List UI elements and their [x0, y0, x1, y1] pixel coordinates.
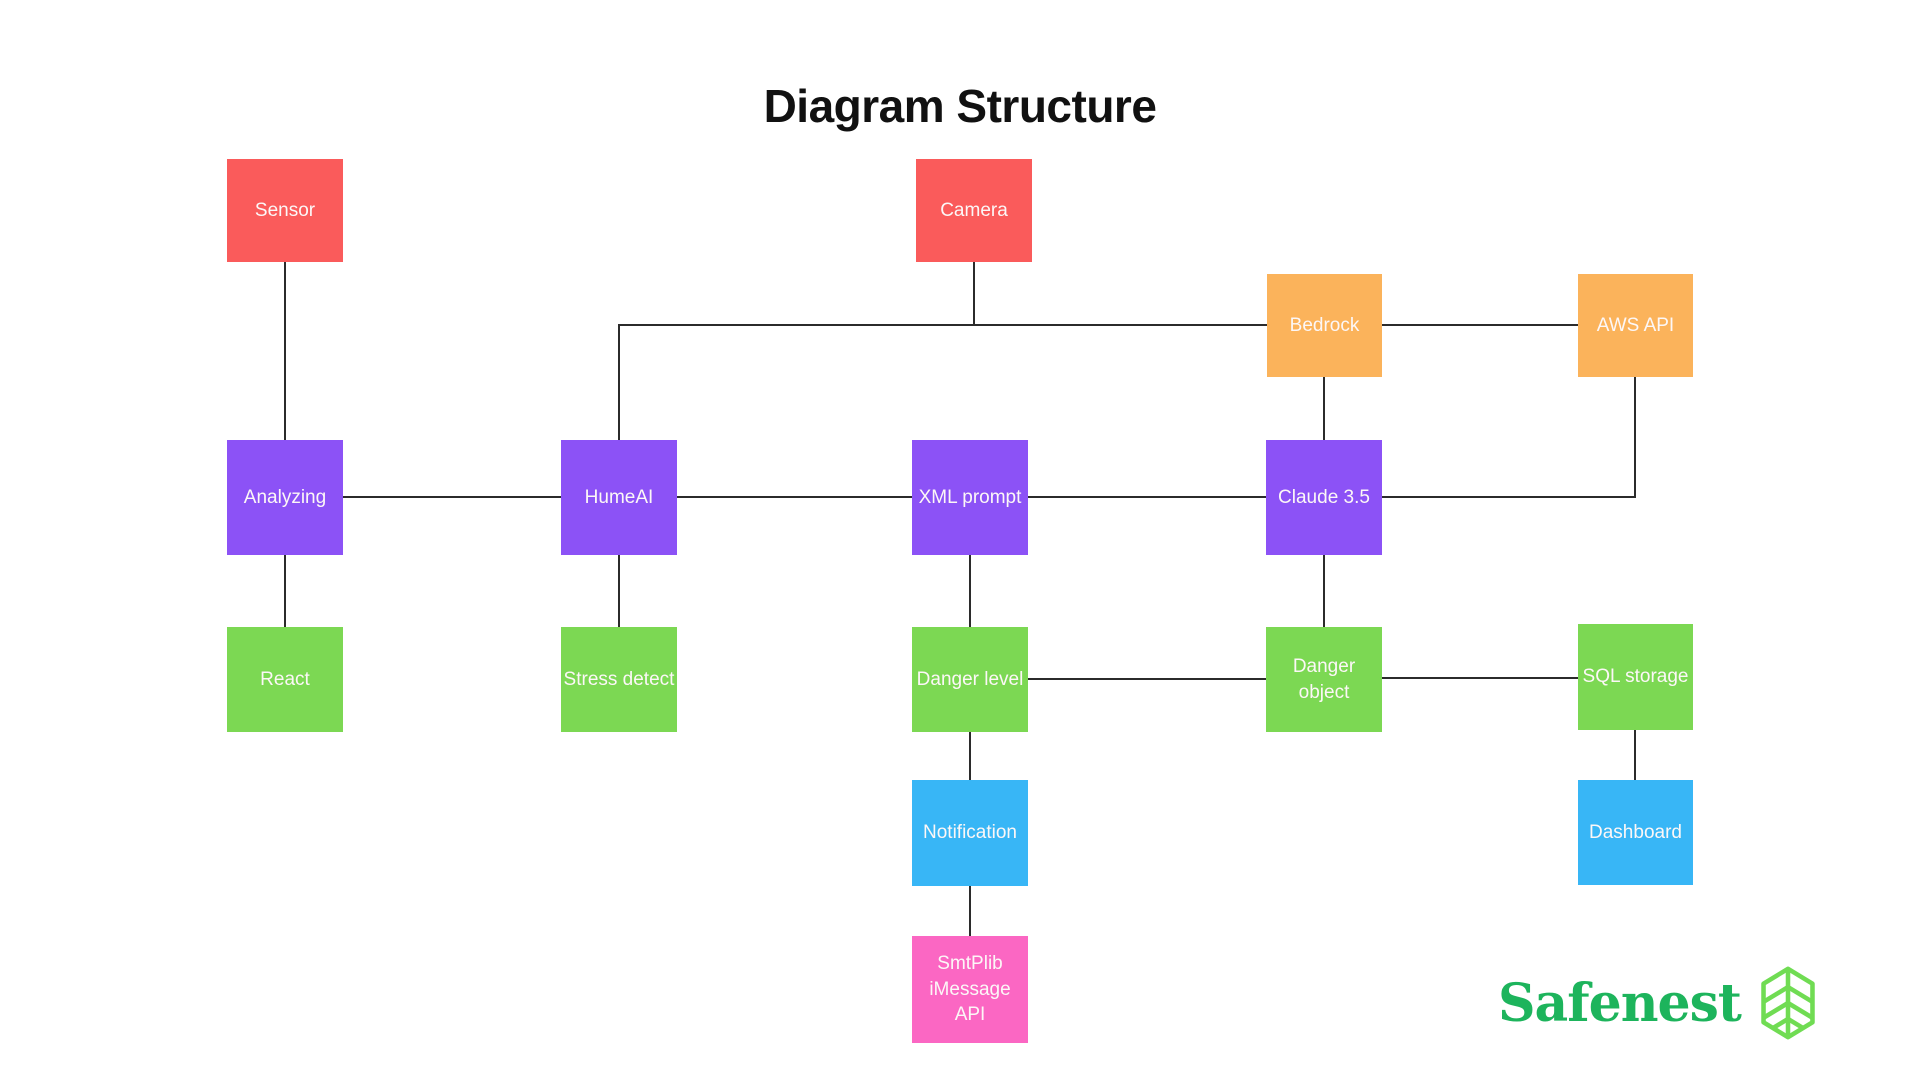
edge-awsapi-claude	[1382, 377, 1636, 498]
node-danger-level[interactable]: Danger level	[912, 627, 1028, 732]
node-sql-storage-label: SQL storage	[1582, 666, 1689, 688]
node-analyzing-label: Analyzing	[243, 486, 327, 508]
node-sensor-label: Sensor	[254, 199, 316, 221]
node-bedrock[interactable]: Bedrock	[1267, 274, 1382, 377]
node-danger-object-label: Danger object	[1292, 655, 1356, 703]
node-stress-detect-label: Stress detect	[563, 668, 675, 690]
node-smtplib-imessage-api[interactable]: SmtPlib iMessage API	[912, 936, 1028, 1043]
leaf-icon	[1759, 966, 1817, 1040]
node-dashboard[interactable]: Dashboard	[1578, 780, 1693, 885]
edge-camera-bedrock-humeai	[618, 324, 1267, 440]
brand-name: Safenest	[1498, 972, 1742, 1034]
node-aws-api-label: AWS API	[1596, 314, 1675, 336]
node-danger-level-label: Danger level	[916, 668, 1024, 690]
node-smtplib-imessage-api-label: SmtPlib iMessage API	[929, 953, 1011, 1026]
node-analyzing[interactable]: Analyzing	[227, 440, 343, 555]
node-xml-prompt-label: XML prompt	[918, 486, 1022, 508]
node-camera[interactable]: Camera	[916, 159, 1032, 262]
node-notification[interactable]: Notification	[912, 780, 1028, 886]
node-aws-api[interactable]: AWS API	[1578, 274, 1693, 377]
node-danger-object[interactable]: Danger object	[1266, 627, 1382, 732]
brand-logo: Safenest	[1498, 966, 1817, 1040]
node-humeai[interactable]: HumeAI	[561, 440, 677, 555]
node-bedrock-label: Bedrock	[1289, 314, 1360, 336]
node-xml-prompt[interactable]: XML prompt	[912, 440, 1028, 555]
node-stress-detect[interactable]: Stress detect	[561, 627, 677, 732]
node-react[interactable]: React	[227, 627, 343, 732]
node-notification-label: Notification	[923, 822, 1017, 844]
diagram-title: Diagram Structure	[763, 79, 1157, 132]
node-claude-3-5[interactable]: Claude 3.5	[1266, 440, 1382, 555]
node-camera-label: Camera	[940, 199, 1008, 221]
node-sensor[interactable]: Sensor	[227, 159, 343, 262]
node-claude-3-5-label: Claude 3.5	[1278, 486, 1370, 508]
node-react-label: React	[260, 668, 310, 690]
node-humeai-label: HumeAI	[584, 486, 654, 508]
node-sql-storage[interactable]: SQL storage	[1578, 624, 1693, 730]
node-dashboard-label: Dashboard	[1589, 821, 1682, 843]
